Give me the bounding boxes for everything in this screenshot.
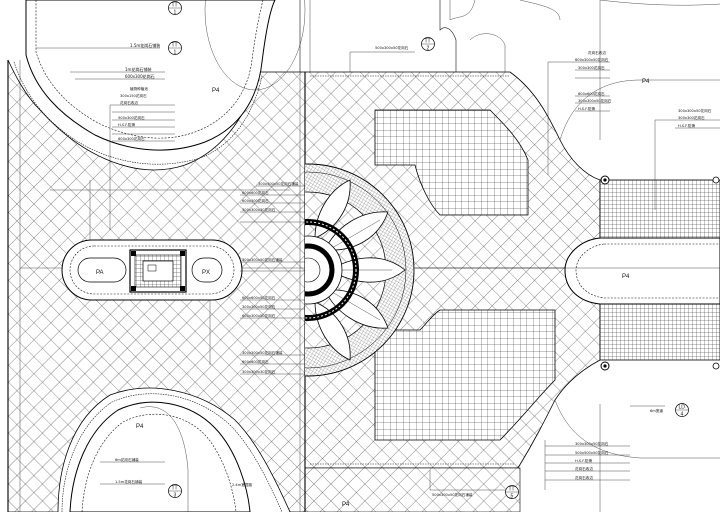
callout-center-4: 300x300x30花岗石 [242,207,276,212]
section-tag-e-bottom: 5 [511,494,514,500]
section-tag-b-top: TT [425,39,431,45]
right-road [554,0,720,512]
callout-center-6: 600x600x50花岗石 [242,295,276,300]
callout-cluster-left-2: 300x150花岗石 [120,93,147,98]
section-tags: TT 1 TT 2 TT 3 LD 4 TT 5 [168,1,689,500]
callout-right-bot-3: H.S.F.防滑 [575,458,592,463]
section-tag-c: TT 3 [168,484,182,499]
callout-right-top-5: 300x300x50花岗石 [578,98,612,103]
zone-label-top-right: P4 [642,79,650,85]
callout-right-top-3: 300x300花岗石 [578,65,605,70]
callout-center-2: 600x600花岗石 [242,190,269,195]
callout-cluster-left-5: H.S.F.防滑 [118,122,135,127]
callout-right-mid-2: 300x300花岗石 [678,115,705,120]
callout-right-bot-5: 花岗石收边 [575,475,593,480]
zone-label-top-left: P4 [212,88,220,94]
callout-bottom-left-1: 6m花岗石铺装 [115,457,139,462]
callout-right-mid-1: 300x300x50花岗石 [678,108,712,113]
square-grid-patches [374,109,556,441]
callout-cluster-left-6: 600x300花岗石 [118,136,145,141]
zone-labels: P4 P4 P4 P4 P4 PA PX [96,79,650,508]
section-tag-a: TT 1 [168,41,182,56]
callout-bottom-mid: 2.4m宽园路 [232,482,252,487]
zone-label-kiosk-right: PX [202,270,210,276]
callout-right-bot-1: 300x300x50花岗石 [575,441,609,446]
zone-label-bottom-mid: P4 [342,502,350,508]
callout-cluster-left-3: 花岗石收边 [120,100,138,105]
callout-right-low-1: 6m宽道 [650,408,663,413]
section-tag-c-bottom: 3 [174,493,177,499]
callout-center-9: 300x300x50花岗石铺装 [242,350,283,355]
callout-center-8: 600x300x50花岗石 [242,313,276,318]
callout-center-5: 300x300x50花岗石铺装 [242,257,283,262]
section-tag-c-top: TT [172,486,178,492]
section-tag-a-bottom: 1 [174,50,177,56]
callout-center-1: 300x300x50花岗石铺装 [258,181,299,186]
callout-bottom-center: 500x300x50花岗石铺装 [432,492,473,497]
planting-area-bottom-left [69,401,251,512]
callout-center-3: 600x300花岗石 [242,198,269,203]
section-tag-f: TT 1 [168,1,182,16]
callout-right-top-4: 600x600花岗石 [578,91,605,96]
callout-center-10: 600x600花岗石 [242,359,269,364]
section-tag-b-bottom: 2 [427,46,430,52]
section-tag-e-top: TT [509,487,515,493]
callout-center-11: 300x300x30花岗石 [242,369,276,374]
callout-top-center: 500x300x50花岗石 [375,45,409,50]
callout-bottom-left-2: 1.5m花岗石铺装 [115,479,143,484]
callout-labels: 1.5m花岗石铺装 1m花岗石铺装 600x300花岗石 植物种植池 300x1… [115,42,712,497]
section-tag-f-bottom: 1 [174,10,177,16]
road-lines-top [299,0,720,72]
callout-center-7: 300x300x50花岗石 [242,304,276,309]
section-tag-a-top: TT [172,43,178,49]
callout-right-bot-4: 花岗石收边 [575,466,593,471]
callout-right-top-2: 600x300x50花岗石 [575,57,609,62]
section-tag-d: LD 4 [675,403,689,418]
callout-top-left-c: 600x300花岗石 [125,73,155,79]
callout-cluster-left-4: 500x300花岗石 [118,115,145,120]
zone-label-right-mid: P4 [622,274,630,280]
callout-right-bot-2: 500x500x50花岗石 [575,450,609,455]
section-tag-d-bottom: 4 [681,412,684,418]
section-tag-d-top: LD [679,405,686,411]
callout-right-top-1: 花岗石收边 [588,50,606,55]
section-tag-e: TT 5 [505,485,519,500]
callout-right-top-6: H.S.F.防滑 [578,106,595,111]
section-tag-b: TT 2 [421,37,435,52]
callout-right-mid-3: H.S.F.防滑 [678,123,695,128]
callout-top-left-a: 1.5m花岗石铺装 [130,42,160,48]
leader-lines [36,47,720,491]
kiosk-pill [61,180,243,365]
zone-label-bottom-left: P4 [136,424,144,430]
central-medallion [305,163,415,377]
section-tag-f-top: TT [172,3,178,9]
callout-top-left-b: 1m花岗石铺装 [125,66,151,72]
zone-label-kiosk-left: PA [96,270,104,276]
callout-cluster-left-1: 植物种植池 [130,86,148,91]
